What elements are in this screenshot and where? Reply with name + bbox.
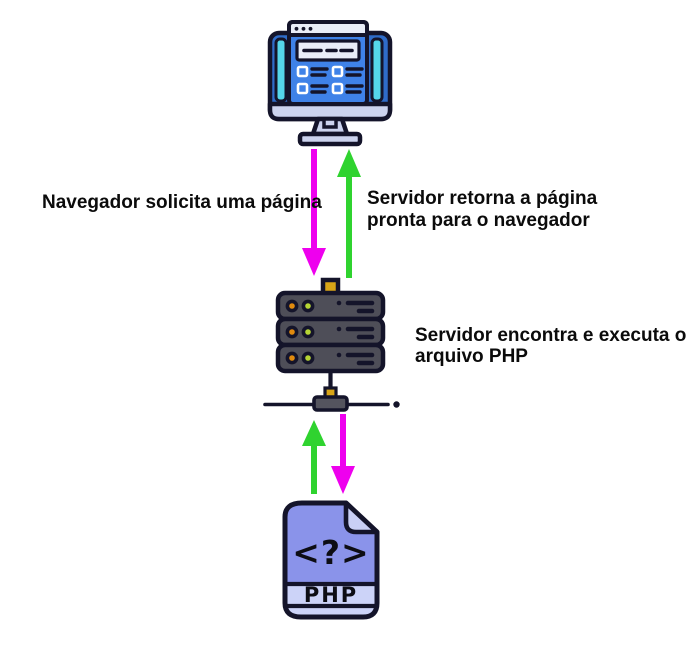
label-server-executes: Servidor encontra e executa o arquivo PH…	[415, 325, 686, 367]
arrow-file-to-server	[302, 420, 326, 494]
server-rack-icon	[263, 277, 400, 412]
server-leds	[285, 299, 315, 365]
content-dashes	[310, 67, 364, 94]
screen-strip-left	[274, 37, 288, 103]
server-slot-dots	[336, 300, 342, 358]
stand-notch	[322, 117, 338, 129]
arrow-browser-to-server	[302, 149, 326, 276]
label-browser-request: Navegador solicita uma página	[42, 192, 322, 213]
file-outline	[282, 500, 380, 620]
network-hub	[312, 395, 349, 412]
file-fold-corner	[343, 500, 380, 535]
php-file-icon: <?> PHP	[282, 500, 380, 620]
down-arrow	[331, 414, 355, 494]
monitor-base	[297, 131, 363, 147]
screen-strip-right	[370, 37, 384, 103]
network-endpoint-dot	[393, 401, 400, 408]
file-band	[285, 584, 377, 617]
browser-computer-icon	[267, 20, 393, 147]
label-server-executes-line2: arquivo PHP	[415, 346, 528, 367]
php-code-glyph: <?>	[292, 533, 369, 572]
browser-title-bar	[287, 20, 369, 37]
arrow-server-to-browser	[337, 149, 361, 278]
arrow-server-to-file	[331, 414, 355, 494]
label-server-executes-line1: Servidor encontra e executa o	[415, 325, 686, 346]
down-arrow	[302, 149, 326, 276]
label-server-response-line1: Servidor retorna a página	[367, 188, 598, 209]
up-arrow	[337, 149, 361, 278]
label-server-response: Servidor retorna a página pronta para o …	[367, 188, 597, 232]
up-arrow	[302, 420, 326, 494]
server-units	[275, 290, 386, 374]
server-slot-dashes	[345, 300, 375, 366]
browser-window-dots	[294, 26, 313, 31]
php-type-label: PHP	[304, 583, 358, 607]
label-server-response-line2: pronta para o navegador	[367, 210, 590, 231]
monitor-bezel	[267, 101, 393, 122]
content-squares	[296, 65, 344, 95]
